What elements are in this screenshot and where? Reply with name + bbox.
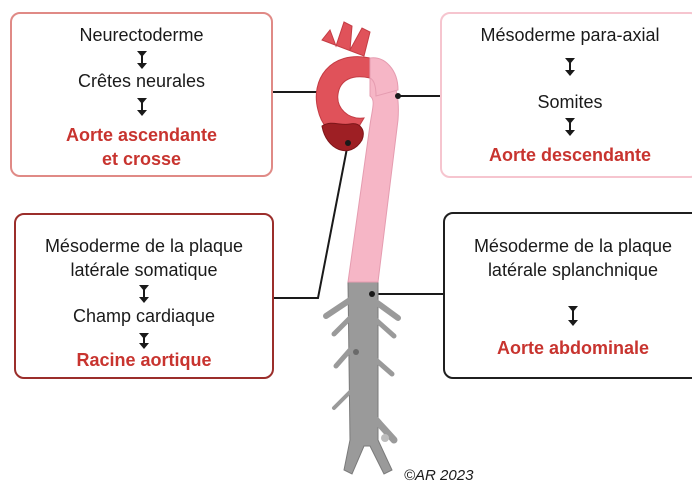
copyright-label: ©AR 2023 (404, 467, 473, 484)
root-origin-line1: Mésoderme de la plaque (16, 235, 272, 257)
descending-aorta-box: Mésoderme para-axial Somites Aorte desce… (440, 12, 692, 178)
ascending-result-line1: Aorte ascendante (12, 124, 271, 146)
connector-root (274, 143, 348, 298)
root-origin-line2: latérale somatique (16, 259, 272, 281)
abdominal-connector-dot (369, 291, 375, 297)
abdominal-aorta (326, 282, 398, 474)
descending-aorta (348, 70, 398, 282)
descending-intermediate-label: Somites (442, 91, 692, 113)
descending-result-label: Aorte descendante (442, 144, 692, 166)
aortic-root-box: Mésoderme de la plaque latérale somatiqu… (14, 213, 274, 379)
aortic-root (322, 123, 363, 150)
abdominal-origin-line2: latérale splanchnique (445, 259, 692, 281)
abdominal-result-label: Aorte abdominale (445, 337, 692, 359)
ascending-aorta-box: Neurectoderme Crêtes neurales Aorte asce… (10, 12, 273, 177)
root-result-label: Racine aortique (16, 349, 272, 371)
descending-connector-dot (395, 93, 401, 99)
ascending-intermediate-label: Crêtes neurales (12, 70, 271, 92)
ascending-result-line2: et crosse (12, 148, 271, 170)
abdominal-origin-line1: Mésoderme de la plaque (445, 235, 692, 257)
descending-origin-label: Mésoderme para-axial (442, 24, 692, 46)
abdominal-aorta-box: Mésoderme de la plaque latérale splanchn… (443, 212, 692, 379)
root-intermediate-label: Champ cardiaque (16, 305, 272, 327)
ascending-origin-label: Neurectoderme (12, 24, 271, 46)
root-connector-dot (345, 140, 351, 146)
